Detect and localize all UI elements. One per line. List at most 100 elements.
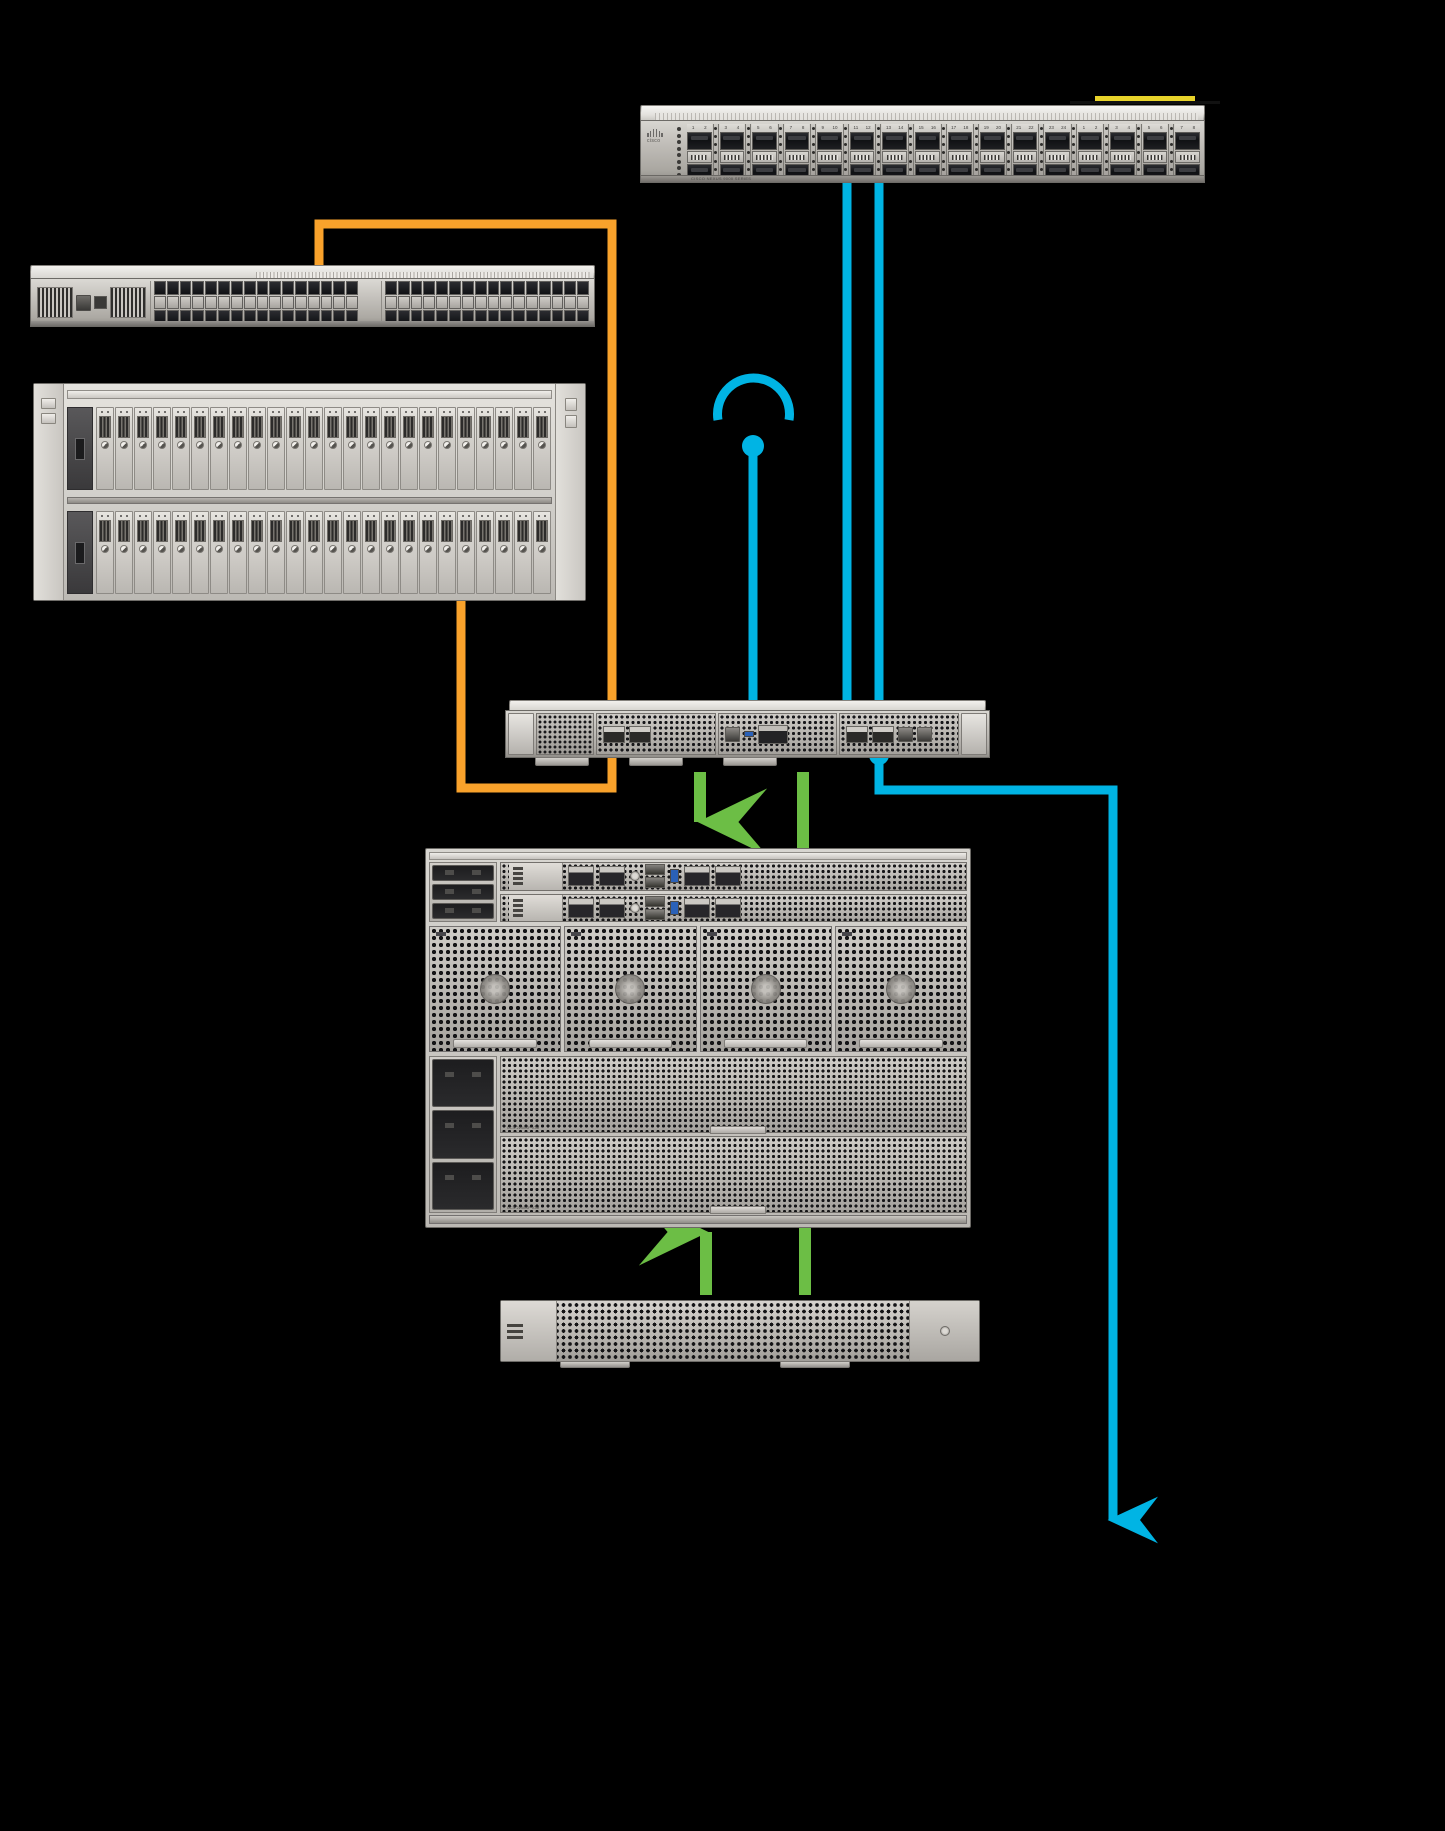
nexus-sfp-cage[interactable] (1012, 132, 1038, 150)
fex-a-grip[interactable] (710, 1126, 767, 1134)
fi-l2-port[interactable] (917, 726, 933, 742)
mds-sfp-port-24[interactable] (474, 281, 487, 325)
iom-b-qsfp-4[interactable] (715, 897, 741, 918)
chassis-fex-module-a[interactable]: UCS 2208XP IOM (500, 1056, 967, 1134)
mds-port-bank-1[interactable] (151, 281, 361, 325)
mds-sfp-port-6[interactable] (218, 281, 230, 325)
chassis-fan-module-3[interactable] (699, 926, 832, 1052)
iom-a-qsfp-4[interactable] (715, 866, 741, 887)
storage-drive-bay[interactable] (172, 407, 190, 490)
storage-drive-row-2[interactable] (64, 511, 555, 594)
nexus-sfp-cage[interactable] (817, 132, 842, 150)
mds-sfp-port-11[interactable] (282, 281, 294, 325)
storage-drive-bay[interactable] (305, 407, 323, 490)
mds-sfp-port-22[interactable] (449, 281, 461, 325)
mds-sfp-port-13[interactable] (307, 281, 320, 325)
storage-drive-bay[interactable] (305, 511, 323, 594)
nexus-sfp-cage[interactable] (687, 132, 712, 150)
storage-drive-bay[interactable] (514, 407, 532, 490)
nexus-sfp-cage[interactable] (914, 132, 940, 150)
chassis-iom-module-a[interactable] (500, 862, 967, 891)
mds-sfp-port-15[interactable] (333, 281, 346, 325)
iom-a-usb[interactable] (670, 869, 679, 884)
mds-sfp-port-18[interactable] (397, 281, 410, 325)
mds-sfp-port-8[interactable] (243, 281, 256, 325)
nexus-sfp-cage[interactable] (1077, 132, 1103, 150)
storage-drive-bay[interactable] (115, 511, 133, 594)
fi-usb-port[interactable] (743, 731, 754, 737)
storage-drive-bay[interactable] (419, 407, 437, 490)
disk-storage-array[interactable] (33, 383, 586, 601)
nexus-sfp-cage[interactable] (1045, 132, 1070, 150)
nexus-sfp-cage[interactable] (849, 132, 875, 150)
mds-sfp-port-26[interactable] (500, 281, 513, 325)
fi-uplink-port-1[interactable] (846, 725, 869, 743)
fi-right-handle[interactable] (961, 713, 988, 755)
fi-qsfp-port-1[interactable] (603, 725, 625, 743)
storage-drive-bay[interactable] (267, 407, 285, 490)
fi-uplink-module[interactable] (839, 713, 960, 755)
fi-mgmt-module[interactable] (717, 713, 838, 755)
fex-b-grip[interactable] (710, 1206, 767, 1214)
mds-sfp-port-4[interactable] (192, 281, 205, 325)
mds-port-bank-2[interactable] (381, 281, 592, 325)
storage-drive-bay[interactable] (438, 407, 456, 490)
nexus-sfp-cage[interactable] (1175, 132, 1200, 150)
iom-b-rj45-pair[interactable] (645, 895, 665, 920)
storage-drive-bay[interactable] (324, 407, 342, 490)
storage-drive-bay[interactable] (134, 511, 152, 594)
nexus-sfp-cage[interactable] (1110, 132, 1135, 150)
storage-drive-bay[interactable] (438, 511, 456, 594)
storage-drive-bay[interactable] (229, 511, 247, 594)
storage-drive-bay[interactable] (248, 511, 266, 594)
storage-drive-bay[interactable] (533, 407, 551, 490)
iom-b-qsfp-3[interactable] (684, 897, 710, 918)
mds-sfp-port-16[interactable] (346, 281, 358, 325)
mds-sfp-port-3[interactable] (179, 281, 192, 325)
storage-drive-bay[interactable] (457, 407, 475, 490)
mds-sfp-port-14[interactable] (320, 281, 333, 325)
mds-sfp-port-31[interactable] (564, 281, 577, 325)
mds-console-port[interactable] (94, 296, 107, 309)
ucs-blade-chassis[interactable]: UCS 2208XP IOM UCS 2208XP IOM (425, 848, 971, 1228)
ucs-rack-server[interactable] (500, 1300, 980, 1368)
storage-drive-bay[interactable] (476, 511, 494, 594)
storage-drive-bay[interactable] (514, 511, 532, 594)
storage-drive-bay[interactable] (153, 407, 171, 490)
mds-sfp-port-20[interactable] (423, 281, 436, 325)
storage-drive-bay[interactable] (267, 511, 285, 594)
mds-sfp-port-10[interactable] (269, 281, 282, 325)
storage-drive-bay[interactable] (533, 511, 551, 594)
storage-drive-bay[interactable] (191, 407, 209, 490)
storage-drive-bay[interactable] (210, 407, 228, 490)
mds-sfp-port-27[interactable] (513, 281, 525, 325)
storage-drive-bay[interactable] (343, 407, 361, 490)
storage-drive-bay[interactable] (229, 407, 247, 490)
iom-a-qsfp-3[interactable] (684, 866, 710, 887)
nexus-sfp-cage[interactable] (752, 132, 777, 150)
fi-l1-port[interactable] (898, 726, 914, 742)
mds-sfp-port-7[interactable] (230, 281, 243, 325)
storage-drive-bay[interactable] (210, 511, 228, 594)
nexus-sfp-cage[interactable] (1142, 132, 1168, 150)
storage-drive-bay[interactable] (381, 511, 399, 594)
storage-drive-bay[interactable] (191, 511, 209, 594)
mds-san-switch[interactable] (29, 265, 596, 327)
chassis-fan-row[interactable] (429, 924, 967, 1054)
storage-drive-bay[interactable] (400, 407, 418, 490)
chassis-fan-module-1[interactable] (429, 926, 562, 1052)
iom-b-usb[interactable] (670, 900, 679, 915)
storage-drive-bay[interactable] (286, 407, 304, 490)
